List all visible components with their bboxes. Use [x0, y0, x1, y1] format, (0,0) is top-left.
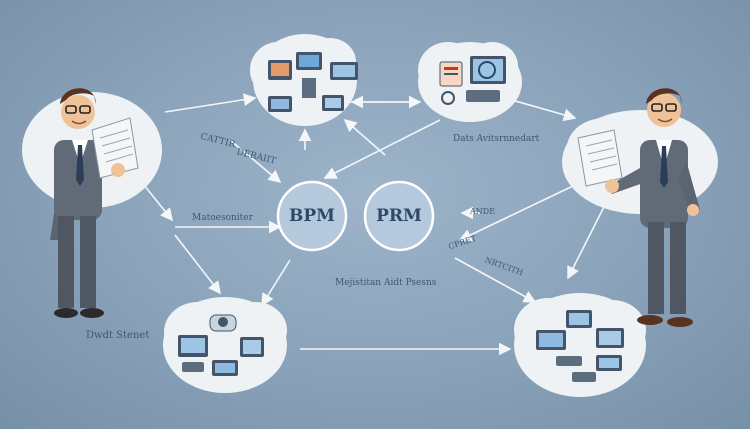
hub-prm-circle — [363, 180, 435, 252]
businessman-right — [577, 88, 700, 327]
node-top-right — [418, 42, 522, 122]
label-left-mid: Matoesoniter — [192, 213, 253, 223]
node-top-center — [250, 34, 358, 126]
connection-arrows — [139, 93, 611, 356]
arrow-leftlabel-to-bottomleft — [174, 234, 221, 295]
arrow-hub-to-bottomleft — [261, 259, 291, 307]
node-bottom-right — [514, 293, 646, 397]
node-bottom-left — [163, 297, 287, 393]
arrow-topright-to-center — [323, 119, 441, 179]
workstations-icon — [536, 310, 624, 382]
hub-group — [276, 180, 435, 252]
devices-icon — [178, 314, 264, 376]
hub-bpm-circle — [276, 180, 348, 252]
analytics-icon — [439, 56, 506, 105]
hub-bpm-label: BPM — [289, 206, 335, 226]
label-right-top: Dats Avitsrnnedart — [453, 134, 540, 144]
computer-icon — [268, 52, 358, 112]
arrow-left-to-top-node — [164, 93, 257, 113]
document-icon — [91, 117, 139, 179]
label-center-bottom: Mejistitan Aidt Psesns — [335, 278, 437, 288]
businessman-left — [50, 88, 139, 318]
hub-prm-label: PRM — [376, 206, 422, 226]
document-icon — [577, 129, 623, 187]
label-right-mid: ANDE — [470, 207, 496, 216]
arrow-topright-to-rightperson — [504, 97, 577, 122]
arrow-label-to-center — [229, 139, 282, 184]
arrow-hub-to-bottomright — [454, 257, 537, 303]
arrow-rightperson-down — [567, 194, 611, 280]
arrow-rightperson-to-hub — [458, 184, 576, 241]
label-bottom-left: Dwdt Stenet — [86, 330, 150, 341]
arrow-center-to-topnode — [343, 118, 386, 156]
